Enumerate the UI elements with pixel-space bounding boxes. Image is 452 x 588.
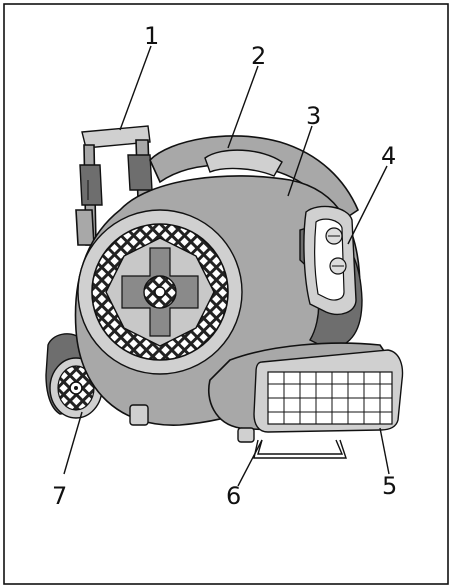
outlet-grille <box>253 349 404 433</box>
telescoping-handle <box>75 125 153 246</box>
callout-1: 1 <box>144 22 159 50</box>
callout-5: 5 <box>382 472 397 500</box>
inlet-grille <box>77 209 243 375</box>
control-panel <box>303 205 357 316</box>
leader-lines <box>63 45 390 487</box>
outlet-louvers <box>267 371 393 425</box>
callout-4: 4 <box>381 142 396 170</box>
callout-labels: 1 2 3 4 5 6 7 <box>52 22 397 510</box>
callout-3: 3 <box>306 102 321 130</box>
callout-6: 6 <box>226 482 241 510</box>
diagram-border <box>3 3 449 585</box>
callout-2: 2 <box>251 42 266 70</box>
callout-7: 7 <box>52 482 67 510</box>
kickstand <box>253 439 347 459</box>
